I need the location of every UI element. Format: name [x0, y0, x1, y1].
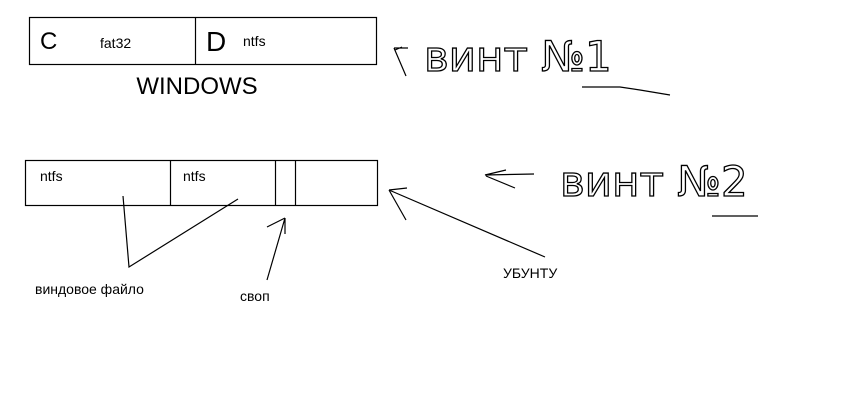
- disk1-underline: [582, 86, 671, 96]
- ubuntu-arrow-icon: [388, 187, 546, 258]
- partition-2-fs: ntfs: [183, 168, 206, 184]
- arrow-icon: [484, 169, 535, 189]
- partition-d-fs: ntfs: [243, 33, 266, 49]
- partition-c-fs: fat32: [100, 35, 131, 51]
- arrow-icon: [393, 46, 408, 77]
- disk1-handwritten-label: винт №1: [424, 32, 612, 81]
- partition-1-fs: ntfs: [40, 168, 63, 184]
- partition-c-letter: C: [40, 28, 57, 55]
- swap-label: своп: [240, 288, 270, 304]
- windows-files-label: виндовое файло: [35, 281, 144, 297]
- windows-files-pointer: [122, 195, 239, 269]
- windows-label: WINDOWS: [136, 73, 257, 100]
- disk2-handwritten-label: винт №2: [560, 157, 748, 206]
- partition-d-letter: D: [206, 26, 226, 57]
- disk1-box: [28, 16, 378, 66]
- ubuntu-label: УБУНТУ: [503, 265, 557, 281]
- disk2: ntfs ntfs виндовое файло своп УБУНТУ вин…: [24, 156, 758, 304]
- swap-arrow-icon: [266, 217, 286, 281]
- disk2-box: [24, 159, 379, 207]
- disk1: C fat32 D ntfs WINDOWS винт №1: [28, 16, 671, 100]
